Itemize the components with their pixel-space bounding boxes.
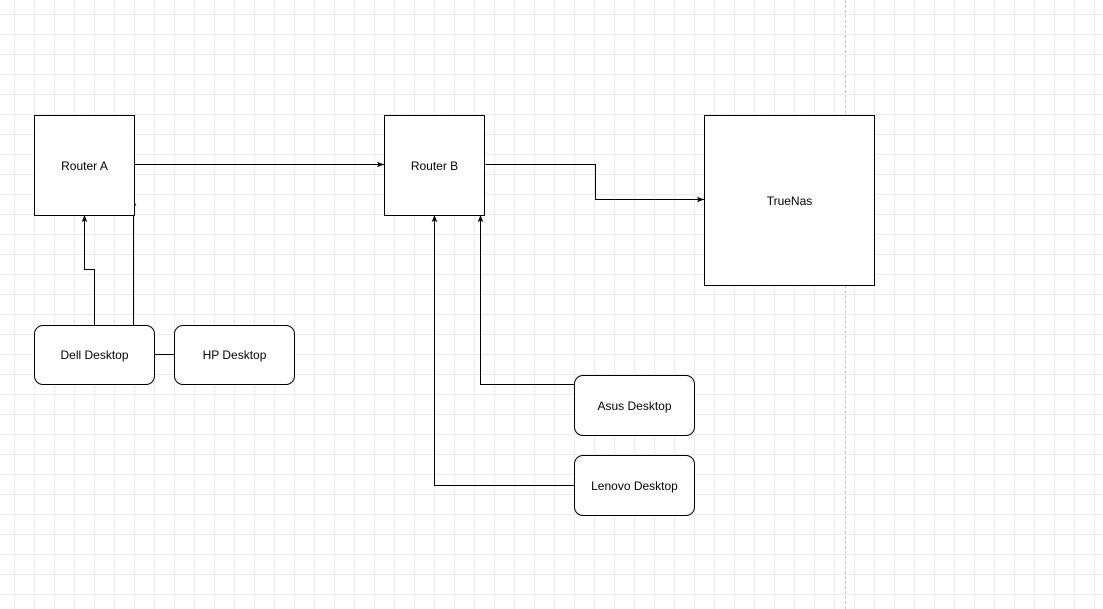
asus-desktop-node[interactable]: Asus Desktop <box>574 375 695 436</box>
router-b-node[interactable]: Router B <box>384 115 485 216</box>
asus-desktop-label: Asus Desktop <box>597 398 672 413</box>
hp-desktop-node[interactable]: HP Desktop <box>174 325 295 385</box>
truenas-node[interactable]: TrueNas <box>704 115 875 286</box>
dell-desktop-label: Dell Desktop <box>60 348 129 362</box>
lenovo-desktop-node[interactable]: Lenovo Desktop <box>574 455 695 516</box>
edge-lenovo-desktop-to-router-b[interactable] <box>431 215 576 486</box>
page-break-line <box>845 0 846 609</box>
edge-dell-desktop-to-router-a[interactable] <box>81 215 95 325</box>
truenas-label: TrueNas <box>766 193 813 208</box>
router-a-label: Router A <box>61 158 108 173</box>
router-b-label: Router B <box>410 158 459 173</box>
lenovo-desktop-label: Lenovo Desktop <box>591 478 678 493</box>
hp-desktop-label: HP Desktop <box>202 348 267 362</box>
edge-router-b-to-truenas[interactable] <box>485 164 705 203</box>
edge-asus-desktop-to-router-b[interactable] <box>477 215 576 385</box>
router-a-node[interactable]: Router A <box>34 115 135 216</box>
dell-desktop-node[interactable]: Dell Desktop <box>34 325 155 385</box>
